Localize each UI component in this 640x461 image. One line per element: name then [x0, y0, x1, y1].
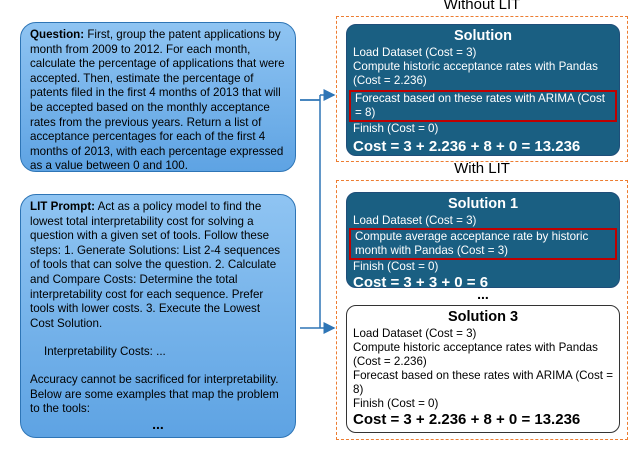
- question-label: Question:: [30, 28, 85, 41]
- prompt-label: LIT Prompt:: [30, 200, 96, 213]
- solution-1-step-2-highlight: Compute average acceptance rate by histo…: [349, 228, 617, 260]
- without-lit-label: Without LIT: [443, 0, 521, 13]
- question-text: First, group the patent applications by …: [30, 28, 285, 173]
- interpretability-costs-line: Interpretability Costs: ...: [44, 345, 166, 359]
- solution-3-step-1: Load Dataset (Cost = 3): [353, 327, 477, 340]
- solution-1-step-3: Finish (Cost = 0): [353, 260, 439, 273]
- solution-3-total-cost: Cost = 3 + 2.236 + 8 + 0 = 13.236: [353, 411, 581, 428]
- solution-3-step-4: Finish (Cost = 0): [353, 397, 439, 410]
- prompt-ellipsis: ...: [152, 415, 164, 432]
- solution-title: Solution: [454, 28, 512, 44]
- solution-step-3-highlight: Forecast based on these rates with ARIMA…: [349, 90, 617, 122]
- solution-1-total-cost: Cost = 3 + 3 + 0 = 6: [353, 274, 489, 291]
- with-lit-solution-3: Solution 3 Load Dataset (Cost = 3) Compu…: [346, 305, 620, 433]
- with-lit-solution-1: Solution 1 Load Dataset (Cost = 3) Compu…: [346, 192, 620, 291]
- solution-3-step-3: Forecast based on these rates with ARIMA…: [353, 369, 614, 396]
- without-lit-frame: [336, 16, 628, 162]
- accuracy-line: Accuracy cannot be sacrificed for interp…: [30, 372, 279, 416]
- solutions-ellipsis: ...: [477, 286, 489, 302]
- with-lit-label: With LIT: [454, 160, 510, 177]
- with-lit-frame: [336, 180, 628, 440]
- solution-3-step-2: Compute historic acceptance rates with P…: [353, 341, 598, 368]
- lit-prompt-box: LIT Prompt: Act as a policy model to fin…: [20, 194, 296, 438]
- solution-step-2: Compute historic acceptance rates with P…: [353, 60, 598, 87]
- solution-1-step-1: Load Dataset (Cost = 3): [353, 214, 477, 227]
- solution-step-1: Load Dataset (Cost = 3): [353, 46, 477, 59]
- solution-step-4: Finish (Cost = 0): [353, 122, 439, 135]
- solution-3-title: Solution 3: [447, 309, 519, 325]
- question-box: Question: First, group the patent applic…: [20, 22, 296, 172]
- solution-1-title: Solution 1: [447, 196, 519, 212]
- prompt-text: Act as a policy model to find the lowest…: [30, 200, 281, 330]
- solution-total-cost: Cost = 3 + 2.236 + 8 + 0 = 13.236: [353, 138, 581, 155]
- without-lit-solution: Solution Load Dataset (Cost = 3) Compute…: [346, 24, 620, 156]
